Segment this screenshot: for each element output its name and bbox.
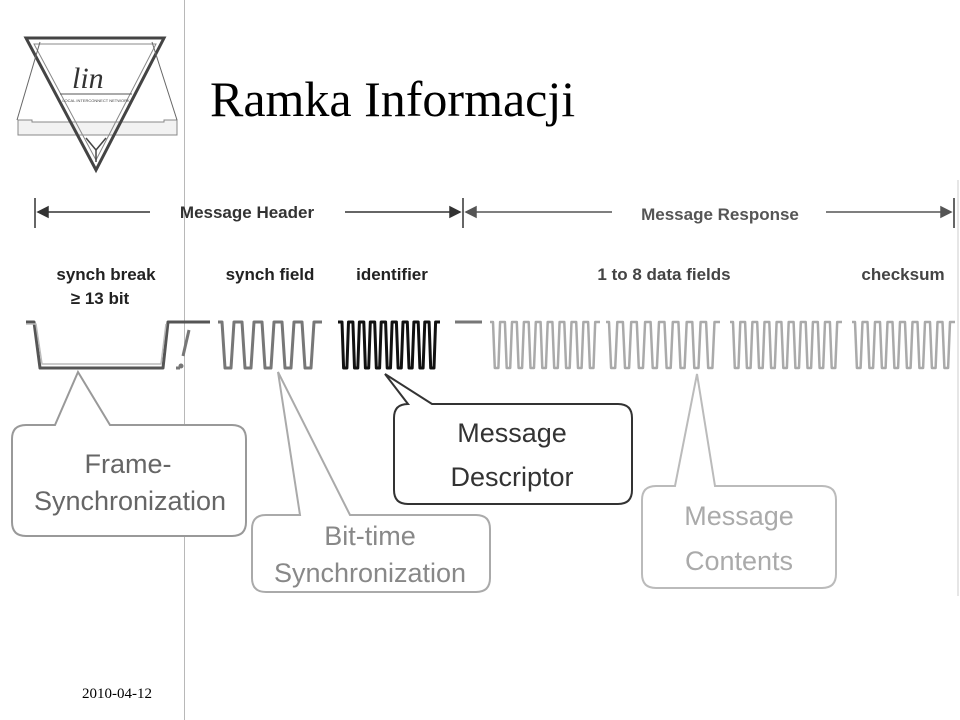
message-header-arrow [36, 205, 462, 219]
slide-date: 2010-04-12 [82, 686, 152, 702]
slide-title: Ramka Informacji [210, 71, 576, 127]
synch-break-label: synch break [56, 265, 156, 284]
section-boundaries [34, 198, 955, 228]
data-field-2-waveform [606, 320, 720, 370]
synch-field-label: synch field [226, 265, 315, 284]
lin-logo: lin LOCAL INTERCONNECT NETWORK [16, 36, 178, 174]
synch-break-waveform [26, 320, 210, 370]
message-contents-line2: Contents [685, 546, 793, 576]
message-response-arrow [464, 205, 953, 219]
identifier-label: identifier [356, 265, 428, 284]
message-response-label: Message Response [641, 205, 799, 224]
message-header-label: Message Header [180, 203, 315, 222]
message-descriptor-line1: Message [457, 418, 567, 448]
frame-sync-line2: Synchronization [34, 486, 226, 516]
checksum-label: checksum [861, 265, 944, 284]
synch-field-waveform [218, 320, 322, 370]
lin-logo-subtitle: LOCAL INTERCONNECT NETWORK [62, 98, 130, 103]
lin-logo-text: lin [72, 62, 104, 95]
frame-sync-line1: Frame- [85, 449, 172, 479]
bit-time-line1: Bit-time [324, 521, 416, 551]
frame-sync-callout: Frame- Synchronization [11, 369, 247, 537]
lin-frame-diagram: Message Header Message Response synch br… [11, 180, 959, 596]
synch-break-bits-label: ≥ 13 bit [71, 289, 130, 308]
message-descriptor-callout: Message Descriptor [384, 373, 633, 505]
message-contents-callout: Message Contents [641, 373, 837, 589]
message-contents-line1: Message [684, 501, 794, 531]
bit-time-callout: Bit-time Synchronization [251, 371, 491, 593]
slide-sidebar: lin LOCAL INTERCONNECT NETWORK 2010-04-1… [0, 0, 185, 720]
bit-time-line2: Synchronization [274, 558, 466, 588]
data-fields-label: 1 to 8 data fields [597, 265, 730, 284]
message-descriptor-line2: Descriptor [450, 462, 573, 492]
checksum-waveform [852, 320, 955, 370]
identifier-waveform [338, 320, 440, 370]
data-field-1-waveform [490, 320, 600, 370]
data-field-3-waveform [730, 320, 842, 370]
